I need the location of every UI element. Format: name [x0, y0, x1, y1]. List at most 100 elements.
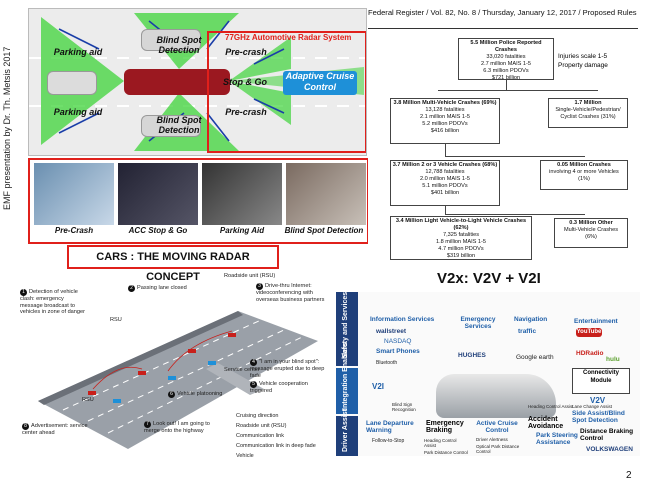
fr-light-box: 3.4 Million Light Vehicle-to-Light Vehic…	[390, 216, 532, 260]
distance-braking-label: Distance Braking Control	[580, 428, 634, 442]
thumb-caption: Blind Spot Detection	[284, 226, 364, 235]
blindspot-image	[286, 163, 366, 225]
v2i-label: V2I	[372, 382, 385, 391]
connector	[506, 80, 507, 90]
driver-alertness-label: Driver Alertness	[476, 437, 508, 442]
brand-hulu: hulu	[606, 356, 620, 363]
side-assist-label: Side Assist/Blind Spot Detection	[572, 410, 625, 424]
connector	[445, 144, 446, 156]
zone-parking-aid-bottom: Parking aid	[53, 107, 103, 117]
lane-departure-label: Lane Departure Warning	[366, 420, 414, 434]
zone-precrash-top: Pre-crash	[225, 47, 267, 57]
connector	[445, 206, 446, 214]
thumb-caption: ACC Stop & Go	[128, 226, 188, 235]
radar-diagram: Parking aid Parking aid Blind Spot Detec…	[28, 8, 367, 156]
legend-item: Cruising direction	[236, 413, 279, 419]
side-car-bottom	[141, 115, 201, 137]
divider	[368, 28, 638, 29]
concept-title: CARS : THE MOVING RADAR CONCEPT	[67, 245, 279, 283]
lane-change-label: Lane Change Assist	[572, 404, 613, 409]
brand-traffic: traffic	[518, 328, 537, 335]
blind-sign-label: Blind Sign Recognition	[392, 402, 416, 412]
zone-blind-spot-bottom: Blind Spot Detection	[156, 115, 202, 135]
precrash-image	[34, 163, 114, 225]
optical-park-label: Optical Park Distance Control	[476, 444, 520, 454]
side-car-top	[141, 29, 201, 51]
legend-item: Communication link	[236, 433, 284, 439]
thumb-caption: Parking Aid	[219, 226, 265, 235]
accident-avoidance-label: Accident Avoidance	[528, 416, 564, 430]
connectivity-module: Connectivity Module	[572, 368, 630, 394]
fr-single-box: 1.7 Million Single-Vehicle/Pedestrian/ C…	[548, 98, 628, 128]
lane-marking	[29, 105, 366, 107]
connector	[445, 214, 585, 215]
zone-stop-go: Stop & Go	[223, 77, 267, 87]
row-label-integration: Integration Enablers	[336, 342, 358, 414]
brand-bluetooth: Bluetooth	[376, 360, 398, 366]
brand-hdradio: HDRadio	[576, 350, 604, 357]
zone-parking-aid-top: Parking aid	[53, 47, 103, 57]
legend-item: Communication link in deep fade	[236, 443, 316, 449]
active-cruise-label: Active Cruise Control	[476, 420, 518, 434]
volkswagen-label: VOLKSWAGEN	[586, 446, 633, 453]
acc-label: Adaptive Cruise Control	[283, 71, 357, 95]
rsu-mid-label: RSU	[82, 397, 94, 403]
fr-multi-box: 3.8 Million Multi-Vehicle Crashes (69%) …	[390, 98, 500, 144]
legend-item: Vehicle	[236, 453, 254, 459]
legend-item: Roadside unit (RSU)	[236, 423, 287, 429]
callout-4: 4"I am in your blind spot": message erup…	[250, 359, 325, 379]
heading-control-label: Heading Control Assist	[424, 438, 457, 448]
rsu-left-label: RSU	[110, 317, 122, 323]
rsu-top-label: Roadside unit (RSU)	[224, 273, 276, 279]
page-number: 2	[626, 470, 632, 481]
brand-hughes: HUGHES	[458, 352, 486, 359]
v2x-diagram: Safety and Services Integration Enablers…	[336, 292, 640, 456]
v2v-label: V2V	[590, 396, 606, 405]
radar-title: 77GHz Automotive Radar System	[225, 33, 352, 42]
zone-precrash-bottom: Pre-crash	[225, 107, 267, 117]
v2x-title: V2x: V2V + V2I	[437, 270, 541, 287]
feature-thumbnails: Pre-Crash ACC Stop & Go Parking Aid Blin…	[28, 158, 369, 244]
lane-marking	[29, 57, 366, 59]
fr-top-box: 5.5 Million Police Reported Crashes 33,0…	[458, 38, 554, 81]
connector	[438, 90, 598, 91]
fr-two-three-box: 3.7 Million 2 or 3 Vehicle Crashes (68%)…	[390, 160, 500, 206]
park-distance-label: Park Distance Control	[424, 450, 468, 455]
emergency-braking-label: Emergency Braking	[426, 420, 464, 434]
fr-header: Federal Register / Vol. 82, No. 8 / Thur…	[368, 8, 637, 17]
entertainment-label: Entertainment	[574, 318, 618, 325]
thumb-caption: Pre-Crash	[54, 226, 94, 235]
fr-four-more-box: 0.05 Million Crashes involving 4 or more…	[540, 160, 628, 190]
radar-system-box	[207, 31, 366, 153]
heading-control-assist-label: Heading Control Assist	[528, 404, 574, 409]
navigation-label: Navigation	[514, 316, 548, 323]
brand-youtube: YouTube	[576, 328, 602, 337]
zone-blind-spot-top: Blind Spot Detection	[156, 35, 202, 55]
service-center-label: Service center	[224, 367, 260, 373]
brand-google-earth: Google earth	[516, 354, 554, 361]
info-services-label: Information Services	[370, 316, 435, 323]
row-label-driver: Driver Assist	[336, 409, 358, 456]
acc-image	[118, 163, 198, 225]
car-image	[436, 374, 556, 418]
side-credit: EMF presentation by Dr. Th. Metsis 2017	[2, 46, 12, 210]
injury-notes: Injuries scale 1-5 Property damage	[558, 53, 608, 69]
connector	[445, 156, 585, 157]
rear-car	[47, 71, 97, 95]
row-label-safety: Safety and Services	[336, 292, 358, 366]
smart-phones-label: Smart Phones	[376, 348, 420, 355]
brand-wallstreet: wallstreet	[376, 328, 406, 335]
emergency-services-label: Emergency Services	[460, 316, 496, 330]
highway-road	[38, 311, 318, 449]
park-steering-label: Park Steering Assistance	[536, 432, 578, 446]
host-car	[124, 69, 230, 95]
federal-register-figure: Federal Register / Vol. 82, No. 8 / Thur…	[368, 8, 640, 260]
